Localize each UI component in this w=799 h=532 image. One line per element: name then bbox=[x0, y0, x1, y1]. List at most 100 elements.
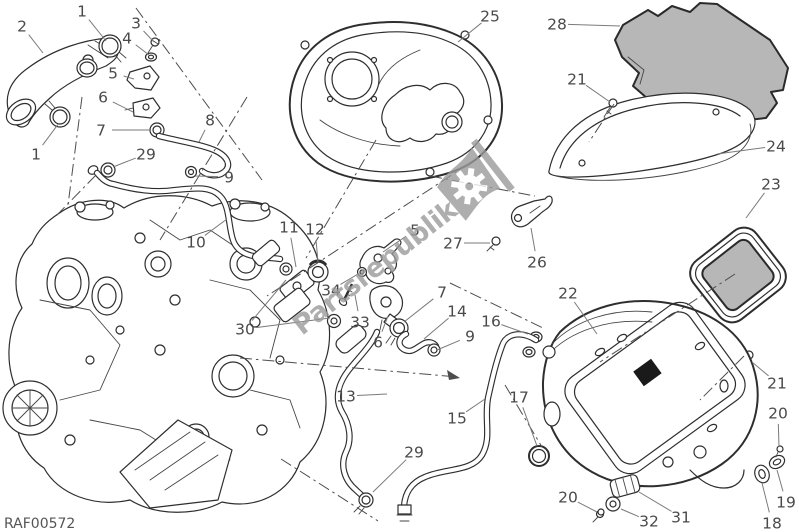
phantom-line bbox=[699, 355, 745, 401]
leader-line-19 bbox=[776, 469, 784, 492]
part-20-screw-right bbox=[775, 445, 784, 458]
leader-line-20 bbox=[577, 501, 598, 513]
callout-8: 8 bbox=[205, 112, 215, 130]
phantom-line bbox=[135, 7, 263, 181]
callout-21: 21 bbox=[767, 375, 787, 393]
part-23-air-filter bbox=[689, 226, 787, 324]
callout-14: 14 bbox=[447, 303, 467, 321]
part-17-oring bbox=[528, 445, 550, 467]
callout-24: 24 bbox=[766, 138, 786, 156]
leader-line-24 bbox=[716, 146, 766, 155]
part-25-airbox-cover bbox=[288, 21, 504, 183]
part-29-clamp-lower bbox=[353, 492, 374, 515]
phantom-line bbox=[159, 96, 248, 241]
leader-line-29 bbox=[372, 459, 407, 493]
leader-line-4 bbox=[135, 44, 150, 56]
part-27-screw bbox=[486, 236, 501, 252]
leader-line-9 bbox=[436, 339, 461, 351]
callout-22: 22 bbox=[558, 285, 578, 303]
callout-3: 3 bbox=[131, 15, 141, 33]
callout-29: 29 bbox=[404, 444, 424, 462]
callout-25: 25 bbox=[480, 8, 500, 26]
leader-line-16 bbox=[501, 324, 529, 335]
gear-icon bbox=[451, 168, 488, 205]
part-31-pad bbox=[609, 474, 641, 498]
callout-19: 19 bbox=[776, 494, 796, 512]
leader-line-1 bbox=[42, 122, 60, 146]
leader-line-23 bbox=[745, 192, 765, 219]
callout-11: 11 bbox=[279, 219, 299, 237]
phantom-line bbox=[305, 139, 377, 259]
leader-line-10 bbox=[204, 218, 228, 236]
leader-line-34 bbox=[340, 273, 359, 285]
part-28-filter-element bbox=[614, 2, 789, 122]
part-3-screw bbox=[147, 37, 160, 54]
leader-line-30 bbox=[255, 317, 331, 329]
leader-line-7 bbox=[403, 298, 434, 323]
part-29-clamp-upper bbox=[100, 162, 116, 178]
callout-26: 26 bbox=[527, 254, 547, 272]
callout-21: 21 bbox=[567, 71, 587, 89]
leader-line-32 bbox=[620, 508, 640, 518]
callout-7: 7 bbox=[96, 122, 106, 140]
phantom-line bbox=[266, 162, 471, 297]
callout-7: 7 bbox=[437, 284, 447, 302]
leader-line-8 bbox=[198, 129, 206, 143]
part-13-hose bbox=[334, 328, 381, 503]
leader-line-30 bbox=[251, 279, 287, 321]
leader-line-28 bbox=[567, 23, 621, 27]
leader-line-6 bbox=[112, 101, 134, 113]
part-1-clamps bbox=[44, 34, 127, 128]
part-12-grommet bbox=[307, 259, 329, 283]
part-14-hose bbox=[396, 330, 440, 355]
leader-line-9 bbox=[194, 175, 219, 178]
leader-line-12 bbox=[315, 239, 319, 263]
leader-line-26 bbox=[530, 227, 536, 252]
leader-line-22 bbox=[573, 301, 598, 335]
leader-line-1 bbox=[88, 19, 107, 42]
leader-line-18 bbox=[761, 482, 770, 513]
watermark-pole bbox=[471, 138, 515, 192]
part-33-screw bbox=[338, 283, 354, 307]
callout-12: 12 bbox=[305, 221, 325, 239]
callout-33: 33 bbox=[350, 314, 370, 332]
callout-13: 13 bbox=[336, 388, 356, 406]
part-2-intake-duct bbox=[5, 37, 119, 128]
leader-line-2 bbox=[28, 34, 44, 54]
leader-line-14 bbox=[423, 317, 449, 340]
part-5-bracket-upper bbox=[126, 65, 160, 91]
part-19-spacer bbox=[768, 454, 786, 470]
callout-32: 32 bbox=[639, 513, 659, 531]
part-8-hose bbox=[155, 132, 232, 179]
leader-line-31 bbox=[638, 491, 672, 512]
leader-line-33 bbox=[354, 294, 359, 312]
part-24-cover-panel bbox=[548, 92, 756, 181]
part-32-grommet-screw bbox=[597, 496, 621, 516]
callout-34: 34 bbox=[321, 282, 341, 300]
part-26-bracket bbox=[510, 195, 553, 228]
phantom-line bbox=[588, 103, 615, 143]
leader-line-25 bbox=[457, 22, 482, 43]
phantom-line bbox=[67, 96, 83, 206]
callout-2: 2 bbox=[17, 18, 27, 36]
phantom-line bbox=[280, 458, 379, 522]
callout-5: 5 bbox=[108, 65, 118, 83]
phantom-line bbox=[239, 357, 459, 378]
part-22-airbox-lower bbox=[541, 300, 759, 489]
phantom-line bbox=[449, 282, 544, 329]
callout-27: 27 bbox=[443, 235, 463, 253]
callout-15: 15 bbox=[447, 410, 467, 428]
engine-assembly bbox=[2, 195, 331, 513]
part-21-screw-top bbox=[603, 98, 618, 118]
leader-line-21 bbox=[751, 361, 769, 377]
callout-9: 9 bbox=[465, 328, 475, 346]
callout-9: 9 bbox=[224, 169, 234, 187]
part-11-valve bbox=[251, 239, 367, 354]
callout-17: 17 bbox=[509, 389, 529, 407]
leader-line-17 bbox=[522, 407, 538, 447]
callout-31: 31 bbox=[671, 509, 691, 527]
part-15-hose bbox=[396, 331, 540, 522]
leader-line-20 bbox=[777, 423, 780, 448]
